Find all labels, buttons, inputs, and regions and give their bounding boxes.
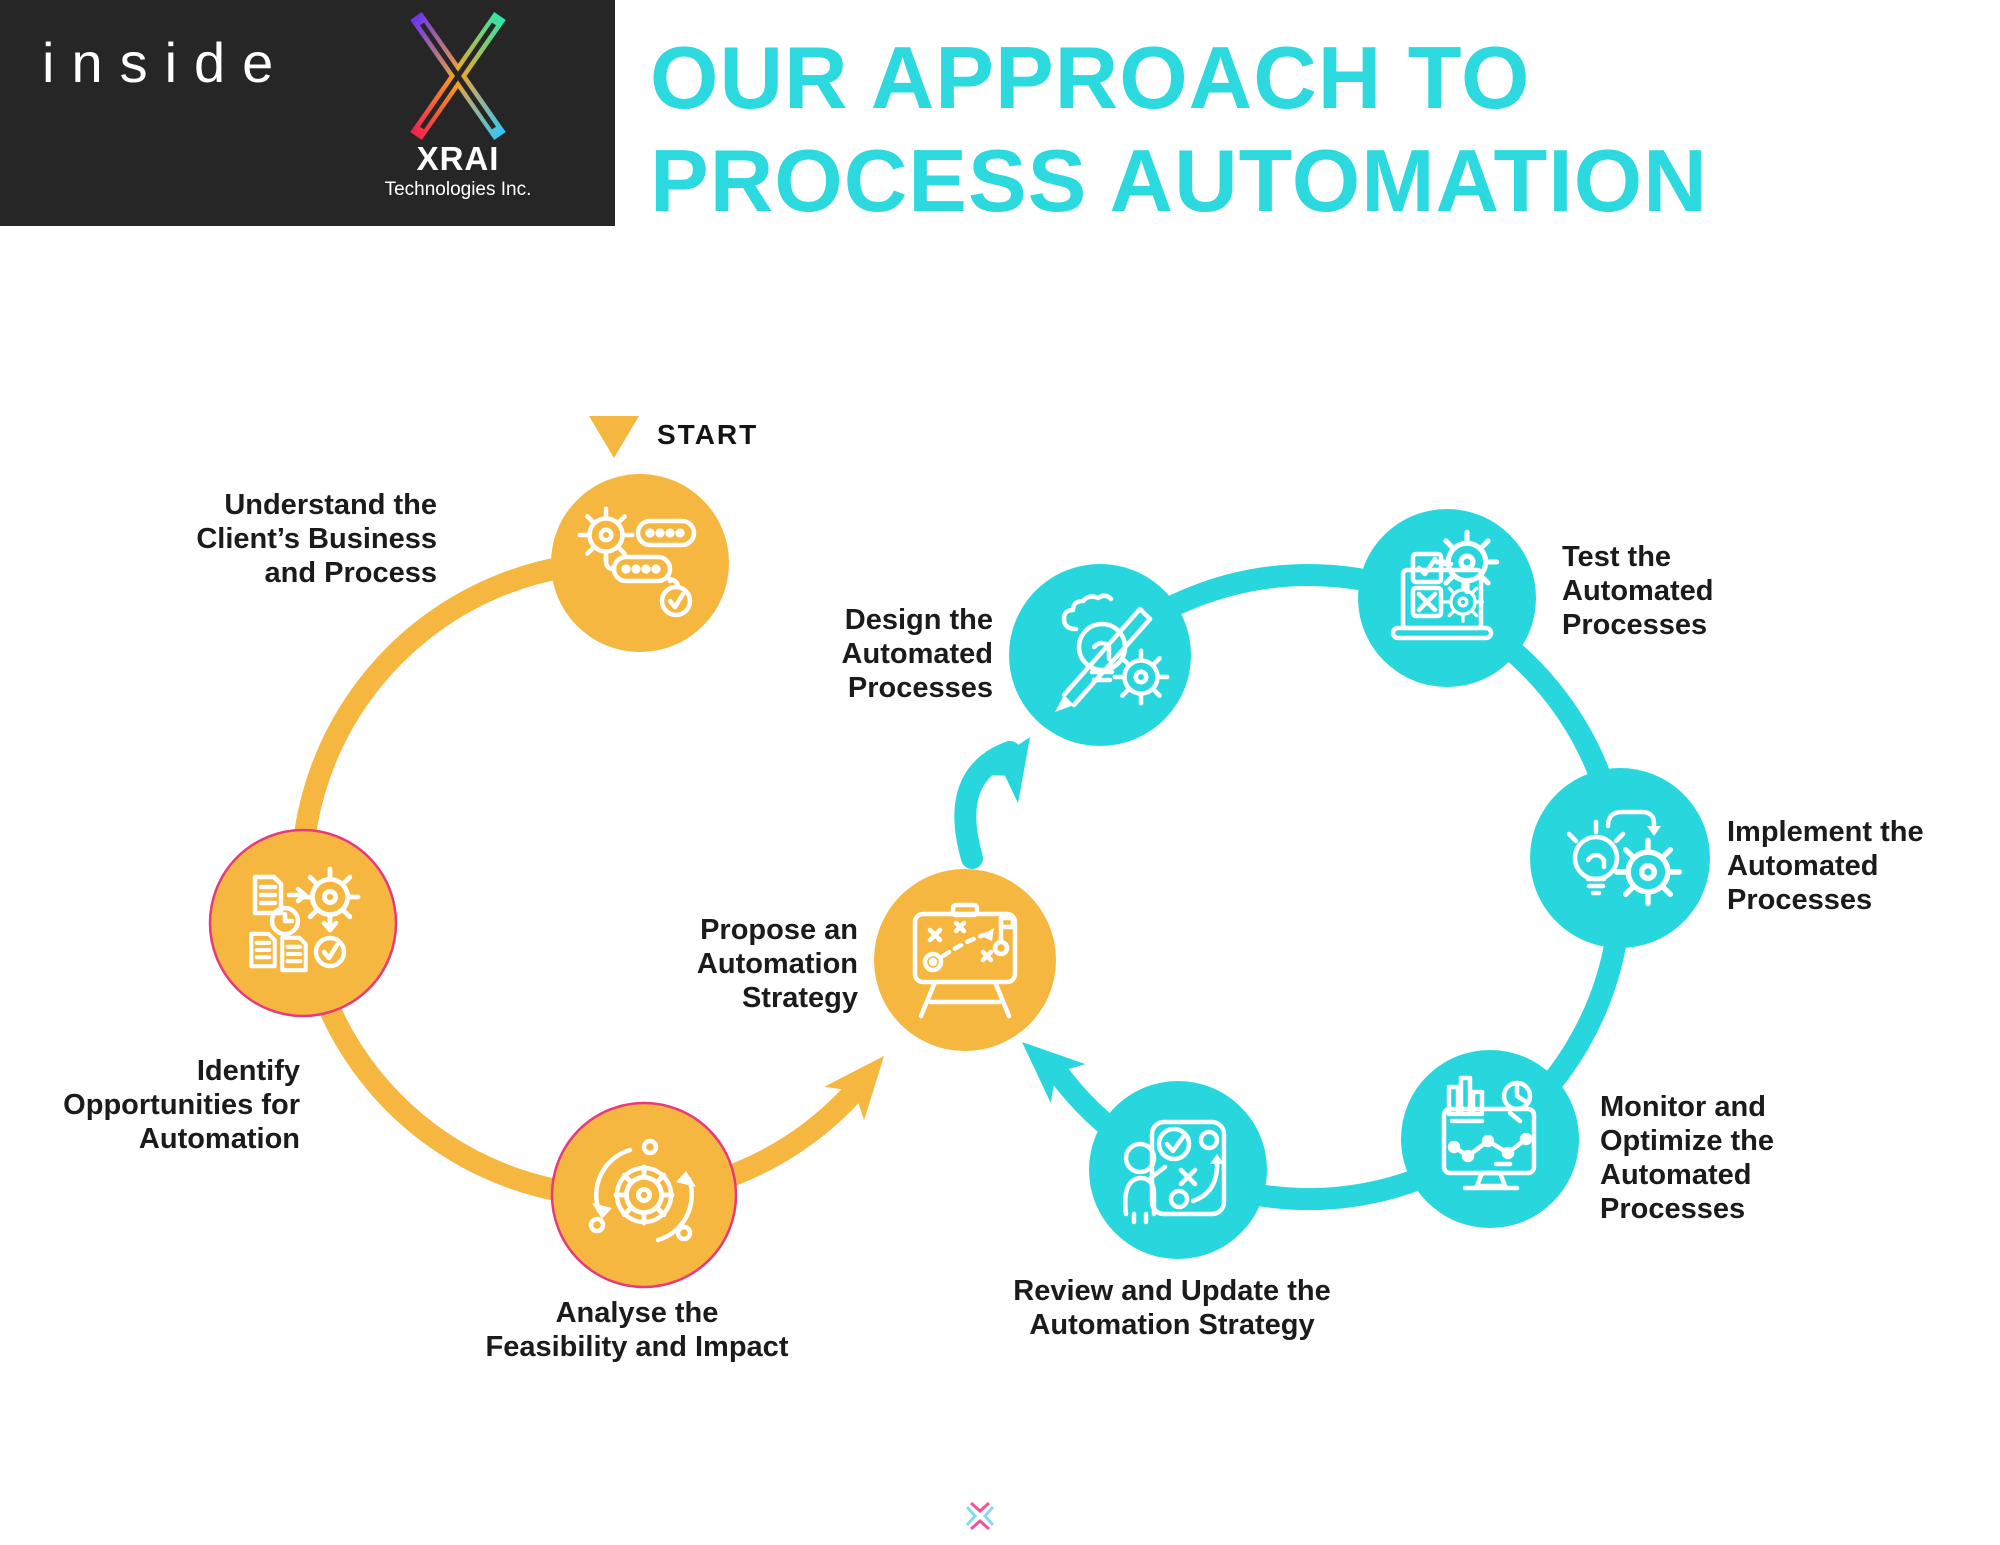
step-label-propose: Propose an Automation Strategy (696, 914, 858, 1014)
logo-name: XRAI (416, 140, 500, 177)
page-title: OUR APPROACH TO PROCESS AUTOMATION (650, 26, 1708, 232)
design-idea-icon (1055, 593, 1167, 712)
step-node-design (1009, 564, 1191, 746)
page-title-line1: OUR APPROACH TO (650, 28, 1531, 127)
logo-subtitle: Technologies Inc. (384, 179, 532, 200)
monitor-dashboard-icon (1441, 1075, 1537, 1191)
page-title-line2: PROCESS AUTOMATION (650, 131, 1708, 230)
brand-wordmark: inside (42, 31, 291, 94)
step-label-implement: Implement the Automated Processes (1727, 816, 1924, 916)
step-node-propose (874, 869, 1056, 1051)
step-node-test (1358, 509, 1536, 687)
step-label-monitor: Monitor and Optimize the Automated Proce… (1600, 1091, 1775, 1225)
step-label-review: Review and Update the Automation Strateg… (1013, 1275, 1331, 1341)
review-strategy-icon (1123, 1119, 1227, 1225)
implement-bulb-gear-icon (1566, 809, 1680, 904)
cyan-arrowhead-to-propose (1022, 1042, 1086, 1103)
test-checklist-icon (1390, 532, 1497, 641)
xrai-logo: XRAI Technologies Inc. (352, 10, 564, 201)
step-node-understand (551, 474, 729, 652)
documents-gear-icon (251, 869, 358, 970)
step-label-understand: Understand the Client’s Business and Pro… (196, 489, 437, 589)
step-label-identify: Identify Opportunities for Automation (63, 1055, 300, 1155)
start-triangle-icon (589, 416, 639, 458)
brand-panel: inside XRAI Technologies Inc. (0, 0, 615, 226)
cycle-gear-icon (588, 1138, 696, 1243)
yellow-arrowhead (824, 1056, 884, 1121)
step-node-review (1089, 1081, 1267, 1259)
process-flow-icon (580, 509, 697, 615)
xrai-mini-mark-icon (965, 1501, 995, 1531)
strategy-board-icon (912, 902, 1018, 1019)
step-node-monitor (1401, 1050, 1579, 1228)
step-label-test: Test the Automated Processes (1562, 541, 1714, 641)
step-label-analyse: Analyse the Feasibility and Impact (485, 1297, 789, 1363)
start-label: START (589, 416, 758, 458)
step-node-identify (208, 828, 398, 1018)
step-node-analyse (550, 1101, 738, 1289)
propose-to-design-arc (954, 741, 1021, 869)
start-text: START (657, 419, 759, 450)
xrai-x-icon (410, 11, 506, 141)
step-node-implement (1530, 768, 1710, 948)
cyan-arrowhead-to-design (974, 737, 1030, 804)
step-label-design: Design the Automated Processes (841, 604, 993, 704)
